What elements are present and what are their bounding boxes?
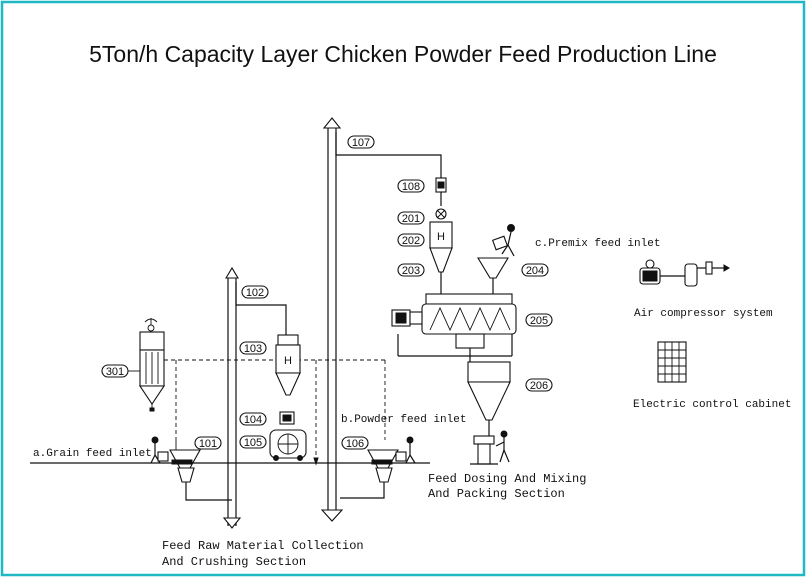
tag-105: 105 [239, 435, 267, 449]
finished-product-bin [467, 361, 511, 436]
tag-202: 202 [397, 233, 425, 247]
packing-scale [470, 435, 498, 465]
worker-grain-inlet [150, 436, 169, 464]
tag-103: 103 [239, 341, 267, 355]
svg-text:204: 204 [526, 265, 544, 277]
svg-text:202: 202 [402, 235, 420, 247]
svg-text:H: H [284, 355, 292, 367]
tag-104: 104 [239, 412, 267, 426]
svg-text:H: H [437, 231, 445, 243]
mixing-section-label-2: And Packing Section [428, 487, 565, 501]
powder-receiving-hopper [340, 449, 399, 499]
batching-bin: H [429, 208, 453, 294]
svg-text:105: 105 [244, 437, 262, 449]
air-compressor [639, 259, 730, 287]
worker-powder-inlet [395, 436, 416, 464]
control-cabinet [657, 341, 687, 383]
duct-102 [235, 282, 287, 335]
premix-hopper [477, 257, 509, 294]
distributor-108 [435, 177, 447, 206]
crushing-section-label-1: Feed Raw Material Collection [162, 539, 364, 553]
control-cabinet-label: Electric control cabinet [633, 399, 791, 411]
svg-text:203: 203 [402, 265, 420, 277]
svg-text:102: 102 [246, 287, 264, 299]
hammer-mill [269, 411, 307, 461]
svg-text:101: 101 [199, 438, 217, 450]
svg-text:206: 206 [530, 380, 548, 392]
svg-text:104: 104 [244, 414, 262, 426]
grain-receiving-hopper [169, 440, 232, 501]
worker-premix-inlet [491, 224, 515, 257]
air-compressor-label: Air compressor system [634, 308, 773, 320]
ribbon-mixer [391, 293, 517, 362]
tag-106: 106 [341, 436, 369, 450]
svg-text:103: 103 [244, 343, 262, 355]
tag-108: 108 [397, 179, 425, 193]
tag-301: 301 [101, 364, 140, 378]
bucket-elevator-1 [222, 266, 242, 529]
tag-107: 107 [347, 135, 375, 149]
svg-text:201: 201 [402, 213, 420, 225]
svg-text:205: 205 [530, 315, 548, 327]
svg-text:107: 107 [352, 137, 370, 149]
duct-107 [335, 132, 442, 178]
worker-packing [495, 430, 510, 463]
pulse-dust-collector [138, 318, 166, 412]
diagram-title: 5Ton/h Capacity Layer Chicken Powder Fee… [89, 41, 717, 67]
svg-text:301: 301 [106, 366, 124, 378]
tag-205: 205 [525, 313, 553, 327]
crusher-bin: H [275, 334, 301, 396]
tag-101: 101 [194, 436, 222, 450]
mixing-section-label-1: Feed Dosing And Mixing [428, 472, 586, 486]
grain-inlet-label: a.Grain feed inlet [33, 448, 152, 460]
tag-201: 201 [397, 211, 425, 225]
bucket-elevator-2 [320, 117, 344, 522]
powder-inlet-label: b.Powder feed inlet [341, 414, 466, 426]
tag-102: 102 [241, 285, 269, 299]
premix-inlet-label: c.Premix feed inlet [535, 238, 660, 250]
tag-206: 206 [525, 378, 553, 392]
tag-204: 204 [521, 263, 549, 277]
crushing-section-label-2: And Crushing Section [162, 555, 306, 569]
svg-text:108: 108 [402, 181, 420, 193]
svg-text:106: 106 [346, 438, 364, 450]
tag-203: 203 [397, 263, 425, 277]
